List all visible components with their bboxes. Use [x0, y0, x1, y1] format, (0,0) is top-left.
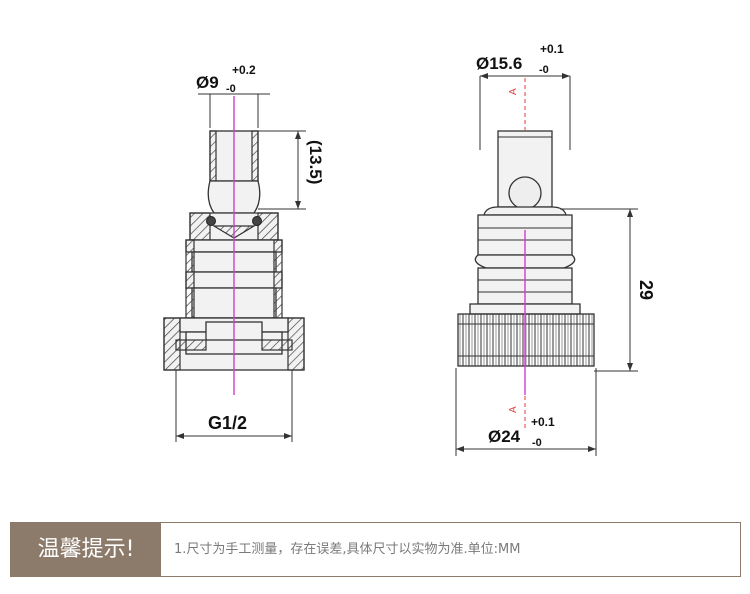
right-top-diameter-upper-tol: +0.1 — [540, 42, 564, 56]
right-top-diameter-lower-tol: -0 — [539, 64, 549, 76]
notice-text: 1.尺寸为手工测量，存在误差,具体尺寸以实物为准.单位:MM — [174, 542, 521, 557]
left-top-diameter-upper-tol: +0.2 — [232, 63, 256, 77]
section-mark-bottom: A — [508, 406, 519, 413]
technical-drawing: Ø9 -0 +0.2 (13.5) G1/2 — [163, 42, 656, 456]
left-thread-label: G1/2 — [208, 413, 247, 433]
right-exterior-view: A A Ø15.6 -0 +0.1 29 Ø24 -0 +0.1 — [455, 42, 656, 456]
right-bottom-diameter-upper-tol: +0.1 — [531, 415, 555, 429]
left-section-view: Ø9 -0 +0.2 (13.5) G1/2 — [163, 63, 325, 442]
right-bottom-diameter-label: Ø24 — [488, 427, 521, 446]
left-height-ref-label: (13.5) — [306, 140, 325, 184]
right-bottom-diameter-lower-tol: -0 — [532, 437, 542, 449]
left-top-diameter-lower-tol: -0 — [226, 83, 236, 95]
section-mark-top: A — [508, 88, 519, 95]
left-top-diameter-label: Ø9 — [196, 73, 219, 92]
right-top-diameter-label: Ø15.6 — [476, 54, 522, 73]
notice-box: 温馨提示! 1.尺寸为手工测量，存在误差,具体尺寸以实物为准.单位:MM — [10, 522, 741, 577]
right-height-label: 29 — [636, 280, 656, 300]
notice-title: 温馨提示! — [11, 523, 161, 576]
